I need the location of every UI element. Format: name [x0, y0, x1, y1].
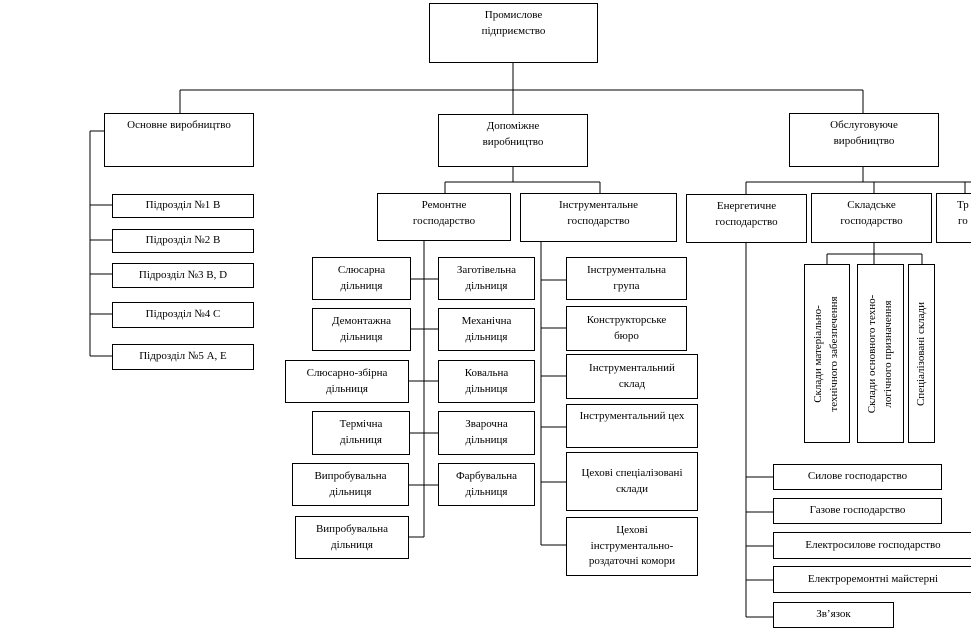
main-unit-1: Підрозділ №1 В [112, 194, 254, 218]
main-unit-4: Підрозділ №4 С [112, 302, 254, 328]
main-unit-2: Підрозділ №2 В [112, 229, 254, 253]
main-production-node: Основне виробництво [104, 113, 254, 167]
warehouse-section-3: Спеціалізовані склади [908, 264, 935, 443]
repair-section-right-5: Фарбувальна дільниця [438, 463, 535, 506]
main-unit-3: Підрозділ №3 В, D [112, 263, 254, 288]
energy-department-node: Енергетичне господарство [686, 194, 807, 243]
repair-section-left-5: Випробувальна дільниця [292, 463, 409, 506]
repair-section-left-4: Термічна дільниця [312, 411, 410, 455]
repair-section-left-1: Слюсарна дільниця [312, 257, 411, 300]
warehouse-section-1-label: Склади матеріально- технічного забезпече… [812, 295, 840, 412]
tooling-section-5: Цехові спеціалізовані склади [566, 452, 698, 511]
warehouse-section-1: Склади матеріально- технічного забезпече… [804, 264, 850, 443]
tooling-section-1: Інструментальна група [566, 257, 687, 300]
energy-section-2: Газове господарство [773, 498, 942, 524]
warehouse-section-2-label: Склади основного техно- логічного призна… [865, 294, 894, 413]
repair-section-right-1: Заготівельна дільниця [438, 257, 535, 300]
energy-section-5: Зв’язок [773, 602, 894, 628]
repair-department-node: Ремонтне господарство [377, 193, 511, 241]
root-node-industrial-enterprise: Промислове підприємство [429, 3, 598, 63]
repair-section-right-4: Зварочна дільниця [438, 411, 535, 455]
tooling-department-node: Інструментальне господарство [520, 193, 677, 242]
auxiliary-production-node: Допоміжне виробництво [438, 114, 588, 167]
energy-section-4: Електроремонтні майстерні [773, 566, 971, 593]
warehouse-department-node: Складське господарство [811, 193, 932, 243]
service-production-node: Обслуговуюче виробництво [789, 113, 939, 167]
warehouse-section-2: Склади основного техно- логічного призна… [857, 264, 904, 443]
tooling-section-3: Інструментальний склад [566, 354, 698, 399]
tooling-section-4: Інструментальний цех [566, 404, 698, 448]
third-department-node-cropped: Тр го [936, 193, 971, 243]
repair-section-left-2: Демонтажна дільниця [312, 308, 411, 351]
tooling-section-2: Конструкторське бюро [566, 306, 687, 351]
tooling-section-6: Цехові інструментально- роздаточні комор… [566, 517, 698, 576]
repair-section-right-3: Ковальна дільниця [438, 360, 535, 403]
main-unit-5: Підрозділ №5 А, Е [112, 344, 254, 370]
repair-section-right-2: Механічна дільниця [438, 308, 535, 351]
energy-section-3: Електросилове господарство [773, 532, 971, 559]
repair-section-left-6: Випробувальна дільниця [295, 516, 409, 559]
warehouse-section-3-label: Спеціалізовані склади [914, 301, 927, 406]
energy-section-1: Силове господарство [773, 464, 942, 490]
repair-section-left-3: Слюсарно-збірна дільниця [285, 360, 409, 403]
